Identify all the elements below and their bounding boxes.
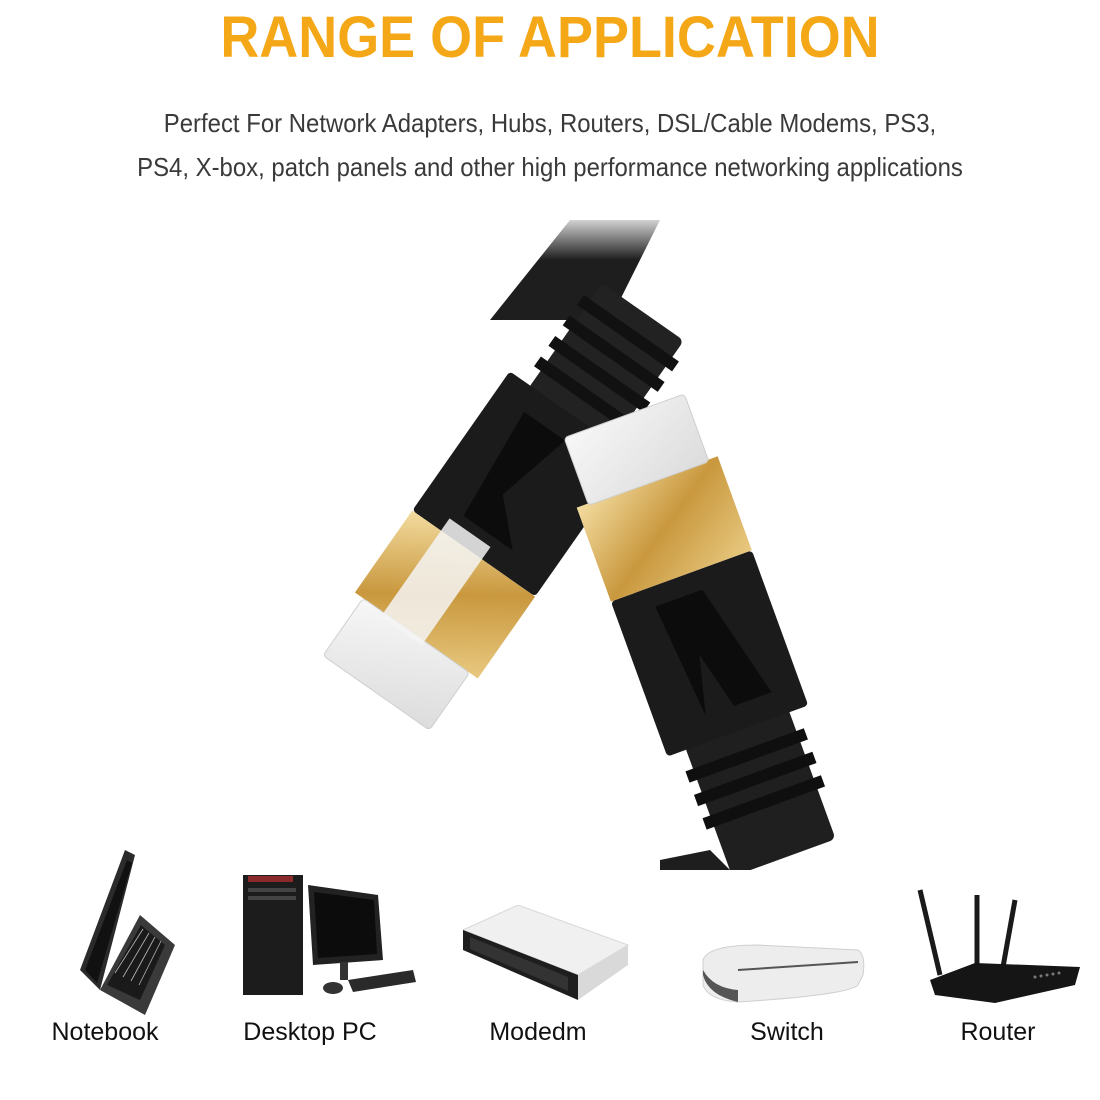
ethernet-cable-icon xyxy=(190,210,910,870)
router-icon xyxy=(917,889,1080,1003)
device-label: Desktop PC xyxy=(243,1018,377,1046)
device-label: Modedm xyxy=(489,1018,587,1046)
subtitle-line-2: PS4, X-box, patch panels and other high … xyxy=(137,152,963,182)
modem-icon xyxy=(461,905,630,1000)
desktop-pc-icon xyxy=(243,875,416,995)
device-label: Router xyxy=(960,1018,1036,1046)
device-label: Switch xyxy=(750,1018,824,1046)
page-title: RANGE OF APPLICATION xyxy=(220,5,880,70)
device-label: Notebook xyxy=(51,1018,159,1046)
switch-icon xyxy=(702,944,865,1003)
subtitle-line-1: Perfect For Network Adapters, Hubs, Rout… xyxy=(163,108,937,138)
laptop-icon xyxy=(80,850,175,1015)
